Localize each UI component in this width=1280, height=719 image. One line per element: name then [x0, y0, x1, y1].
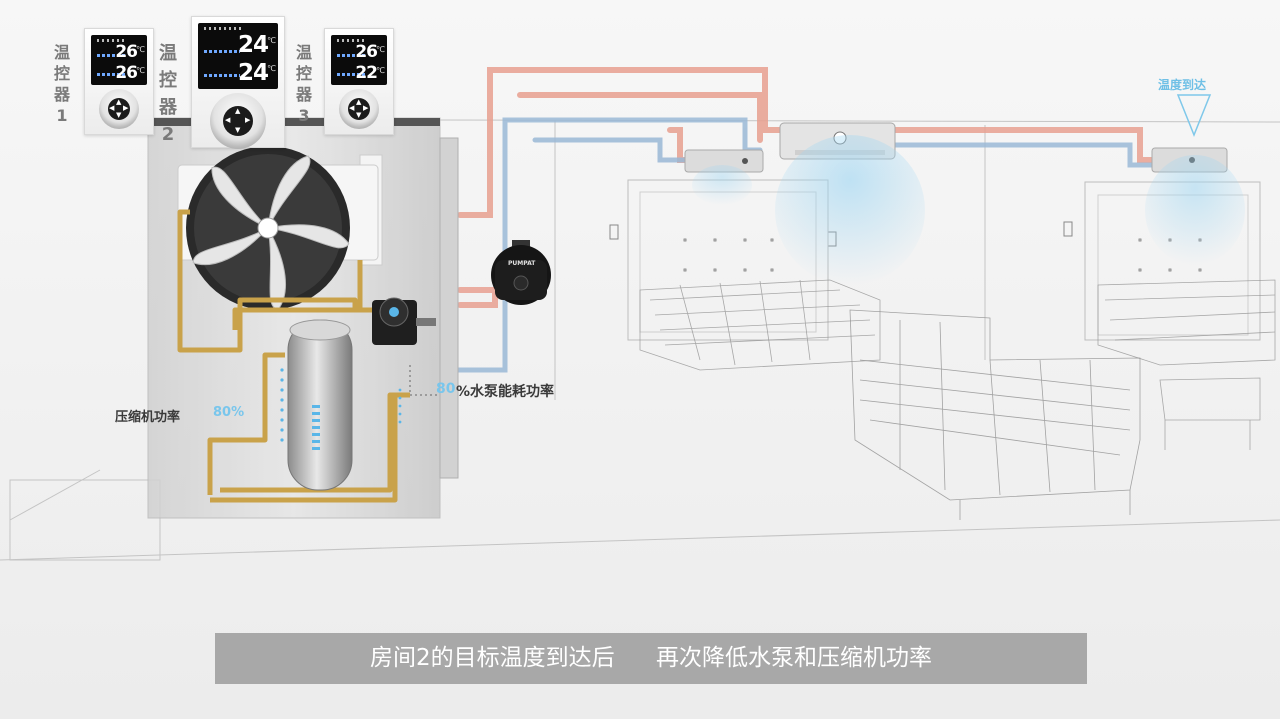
thermostat-1-temp-bottom: 26	[115, 63, 138, 83]
thermostat-2-temp-bottom: 24	[237, 60, 269, 86]
fan	[186, 146, 350, 311]
circulation-pump: PUMPAT	[491, 240, 551, 305]
cold-air-mist-room-1	[692, 165, 752, 205]
pump-level-indicator	[409, 365, 440, 396]
thermostat-2-temp-top: 24	[237, 32, 269, 58]
gold-refrigerant-pipes	[177, 209, 410, 503]
pump-brand-label: PUMPAT	[508, 260, 536, 267]
thermostat-3[interactable]: 26 ℃ 22 ℃ ▲▼◀▶	[324, 28, 394, 135]
sofa	[849, 309, 1141, 520]
cold-air-mist-room-3	[1145, 155, 1245, 265]
thermostat-3-dial[interactable]: ▲▼◀▶	[339, 89, 379, 129]
thermostat-2[interactable]: 24 ℃ 24 ℃ ▲▼◀▶	[191, 16, 285, 149]
thermostat-3-temp-top: 26	[355, 42, 378, 62]
pump-power-label: %水泵能耗功率	[456, 384, 555, 400]
cold-air-mist-room-2	[775, 135, 925, 285]
thermostat-2-dial[interactable]: ▲▼◀▶	[210, 93, 266, 149]
bed-room-2	[639, 279, 881, 371]
thermostat-1-dial[interactable]: ▲▼◀▶	[99, 89, 139, 129]
temp-reached-triangle	[1176, 94, 1212, 138]
subtitle-caption: 房间2的目标温度到达后 再次降低水泵和压缩机功率	[215, 633, 1087, 684]
compressor-power-percent: 80%	[213, 405, 245, 420]
caption-part-1: 房间2的目标温度到达后	[370, 645, 615, 671]
thermostat-1[interactable]: 26 ℃ 26 ℃ ▲▼◀▶	[84, 28, 154, 135]
thermostat-1-display: 26 ℃ 26 ℃	[91, 35, 147, 85]
controller-2-label: 温 控 器 2	[159, 43, 177, 145]
compressor-level-dots	[280, 368, 402, 450]
thermostat-2-display: 24 ℃ 24 ℃	[198, 23, 278, 89]
thermostat-3-display: 26 ℃ 22 ℃	[331, 35, 387, 85]
internal-pump	[372, 297, 436, 345]
bed-room-3	[1097, 279, 1276, 450]
temp-reached-label: 温度到达	[1158, 78, 1207, 92]
caption-part-2: 再次降低水泵和压缩机功率	[655, 645, 932, 671]
pump-power-percent: 80	[436, 381, 456, 397]
thermostat-3-temp-bottom: 22	[355, 63, 378, 83]
thermostat-1-temp-top: 26	[115, 42, 138, 62]
controller-3-label: 温 控 器 3	[295, 43, 312, 125]
controller-1-label: 温 控 器 1	[53, 43, 70, 125]
compressor-power-label: 压缩机功率	[115, 410, 181, 425]
